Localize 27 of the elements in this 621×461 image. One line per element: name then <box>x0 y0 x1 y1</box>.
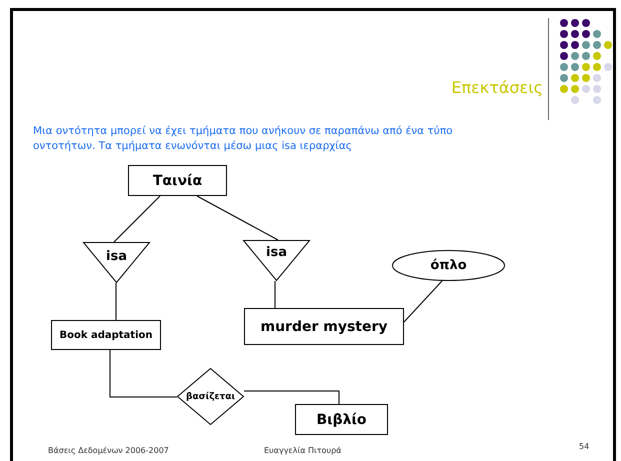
description-text: Μια οντότητα μπορεί να έχει τμήματα που ανήκουν σε παραπάνω από ένα τύπο οντοτήτων. Τα τμήματα ενωνόνται μέσω μιας isa ιεραρχίας <box>33 124 454 154</box>
attribute-ellipse <box>392 250 505 281</box>
entity-box <box>51 320 161 350</box>
entity-box <box>244 308 404 345</box>
relationship-diamond <box>177 368 244 425</box>
node-label: όπλο <box>430 258 467 273</box>
entity-box <box>295 404 388 435</box>
connector-line <box>404 280 442 322</box>
isa-triangle <box>83 242 150 283</box>
footer-text: Ευαγγελία Πιτουρά <box>264 446 342 455</box>
footer-text: Βάσεις Δεδομένων 2006-2007 <box>48 446 169 455</box>
connector-line <box>110 350 178 398</box>
connector-line <box>114 196 160 242</box>
node-label: isa <box>266 245 287 260</box>
slide-title: Επεκτάσεις <box>451 78 543 97</box>
isa-triangle <box>243 240 310 281</box>
page-number: 54 <box>579 442 590 451</box>
connector-line <box>244 390 340 404</box>
node-label: βασίζεται <box>186 392 235 402</box>
connector-line <box>274 280 276 308</box>
node-label: murder mystery <box>260 318 388 334</box>
node-label: isa <box>106 249 127 264</box>
node-label: Ταινία <box>152 172 202 188</box>
connector-line <box>196 196 278 240</box>
entity-box <box>128 165 227 196</box>
node-label: Book adaptation <box>59 330 153 340</box>
node-label: Βιβλίο <box>316 412 367 428</box>
